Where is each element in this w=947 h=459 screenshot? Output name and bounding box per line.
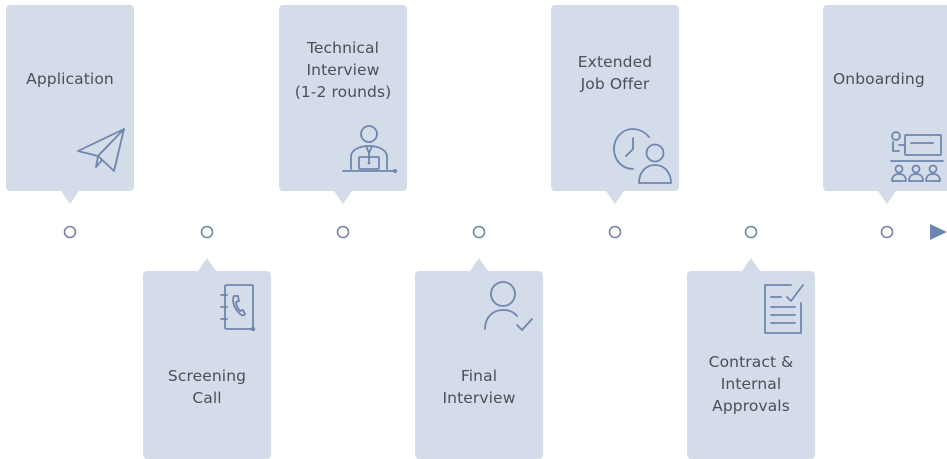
user-check-icon (479, 277, 537, 335)
step-pointer-offer (606, 191, 624, 204)
step-card-offer: Extended Job Offer (551, 5, 679, 191)
step-pointer-application (61, 191, 79, 204)
paper-plane-icon (74, 123, 128, 177)
step-card-screening: Screening Call (143, 271, 271, 459)
step-pointer-screening (198, 258, 216, 271)
timeline-node-application (63, 225, 77, 239)
presentation-icon (887, 129, 945, 185)
phone-book-icon (217, 281, 261, 333)
step-pointer-contract (742, 258, 760, 271)
interviewer-desk-icon (339, 123, 399, 179)
step-label-final: Final Interview (442, 367, 516, 407)
step-label-screening: Screening Call (167, 367, 247, 407)
timeline-node-final (472, 225, 486, 239)
checklist-icon (761, 279, 807, 337)
step-pointer-technical (334, 191, 352, 204)
timeline-node-onboarding (880, 225, 894, 239)
timeline-node-technical (336, 225, 350, 239)
timeline-node-screening (200, 225, 214, 239)
timeline-arrowhead (930, 224, 947, 240)
step-card-onboarding: Onboarding (823, 5, 947, 191)
step-label-onboarding: Onboarding (833, 70, 925, 88)
timeline-node-contract (744, 225, 758, 239)
step-label-application: Application (26, 70, 114, 88)
timeline-node-offer (608, 225, 622, 239)
step-card-contract: Contract & Internal Approvals (687, 271, 815, 459)
step-label-contract: Contract & Internal Approvals (708, 353, 794, 415)
step-label-offer: Extended Job Offer (577, 53, 653, 93)
step-card-application: Application (6, 5, 134, 191)
step-card-technical: Technical Interview (1-2 rounds) (279, 5, 407, 191)
step-card-final: Final Interview (415, 271, 543, 459)
step-pointer-onboarding (878, 191, 896, 204)
step-pointer-final (470, 258, 488, 271)
step-label-technical: Technical Interview (1-2 rounds) (294, 39, 392, 101)
clock-user-icon (611, 125, 673, 185)
